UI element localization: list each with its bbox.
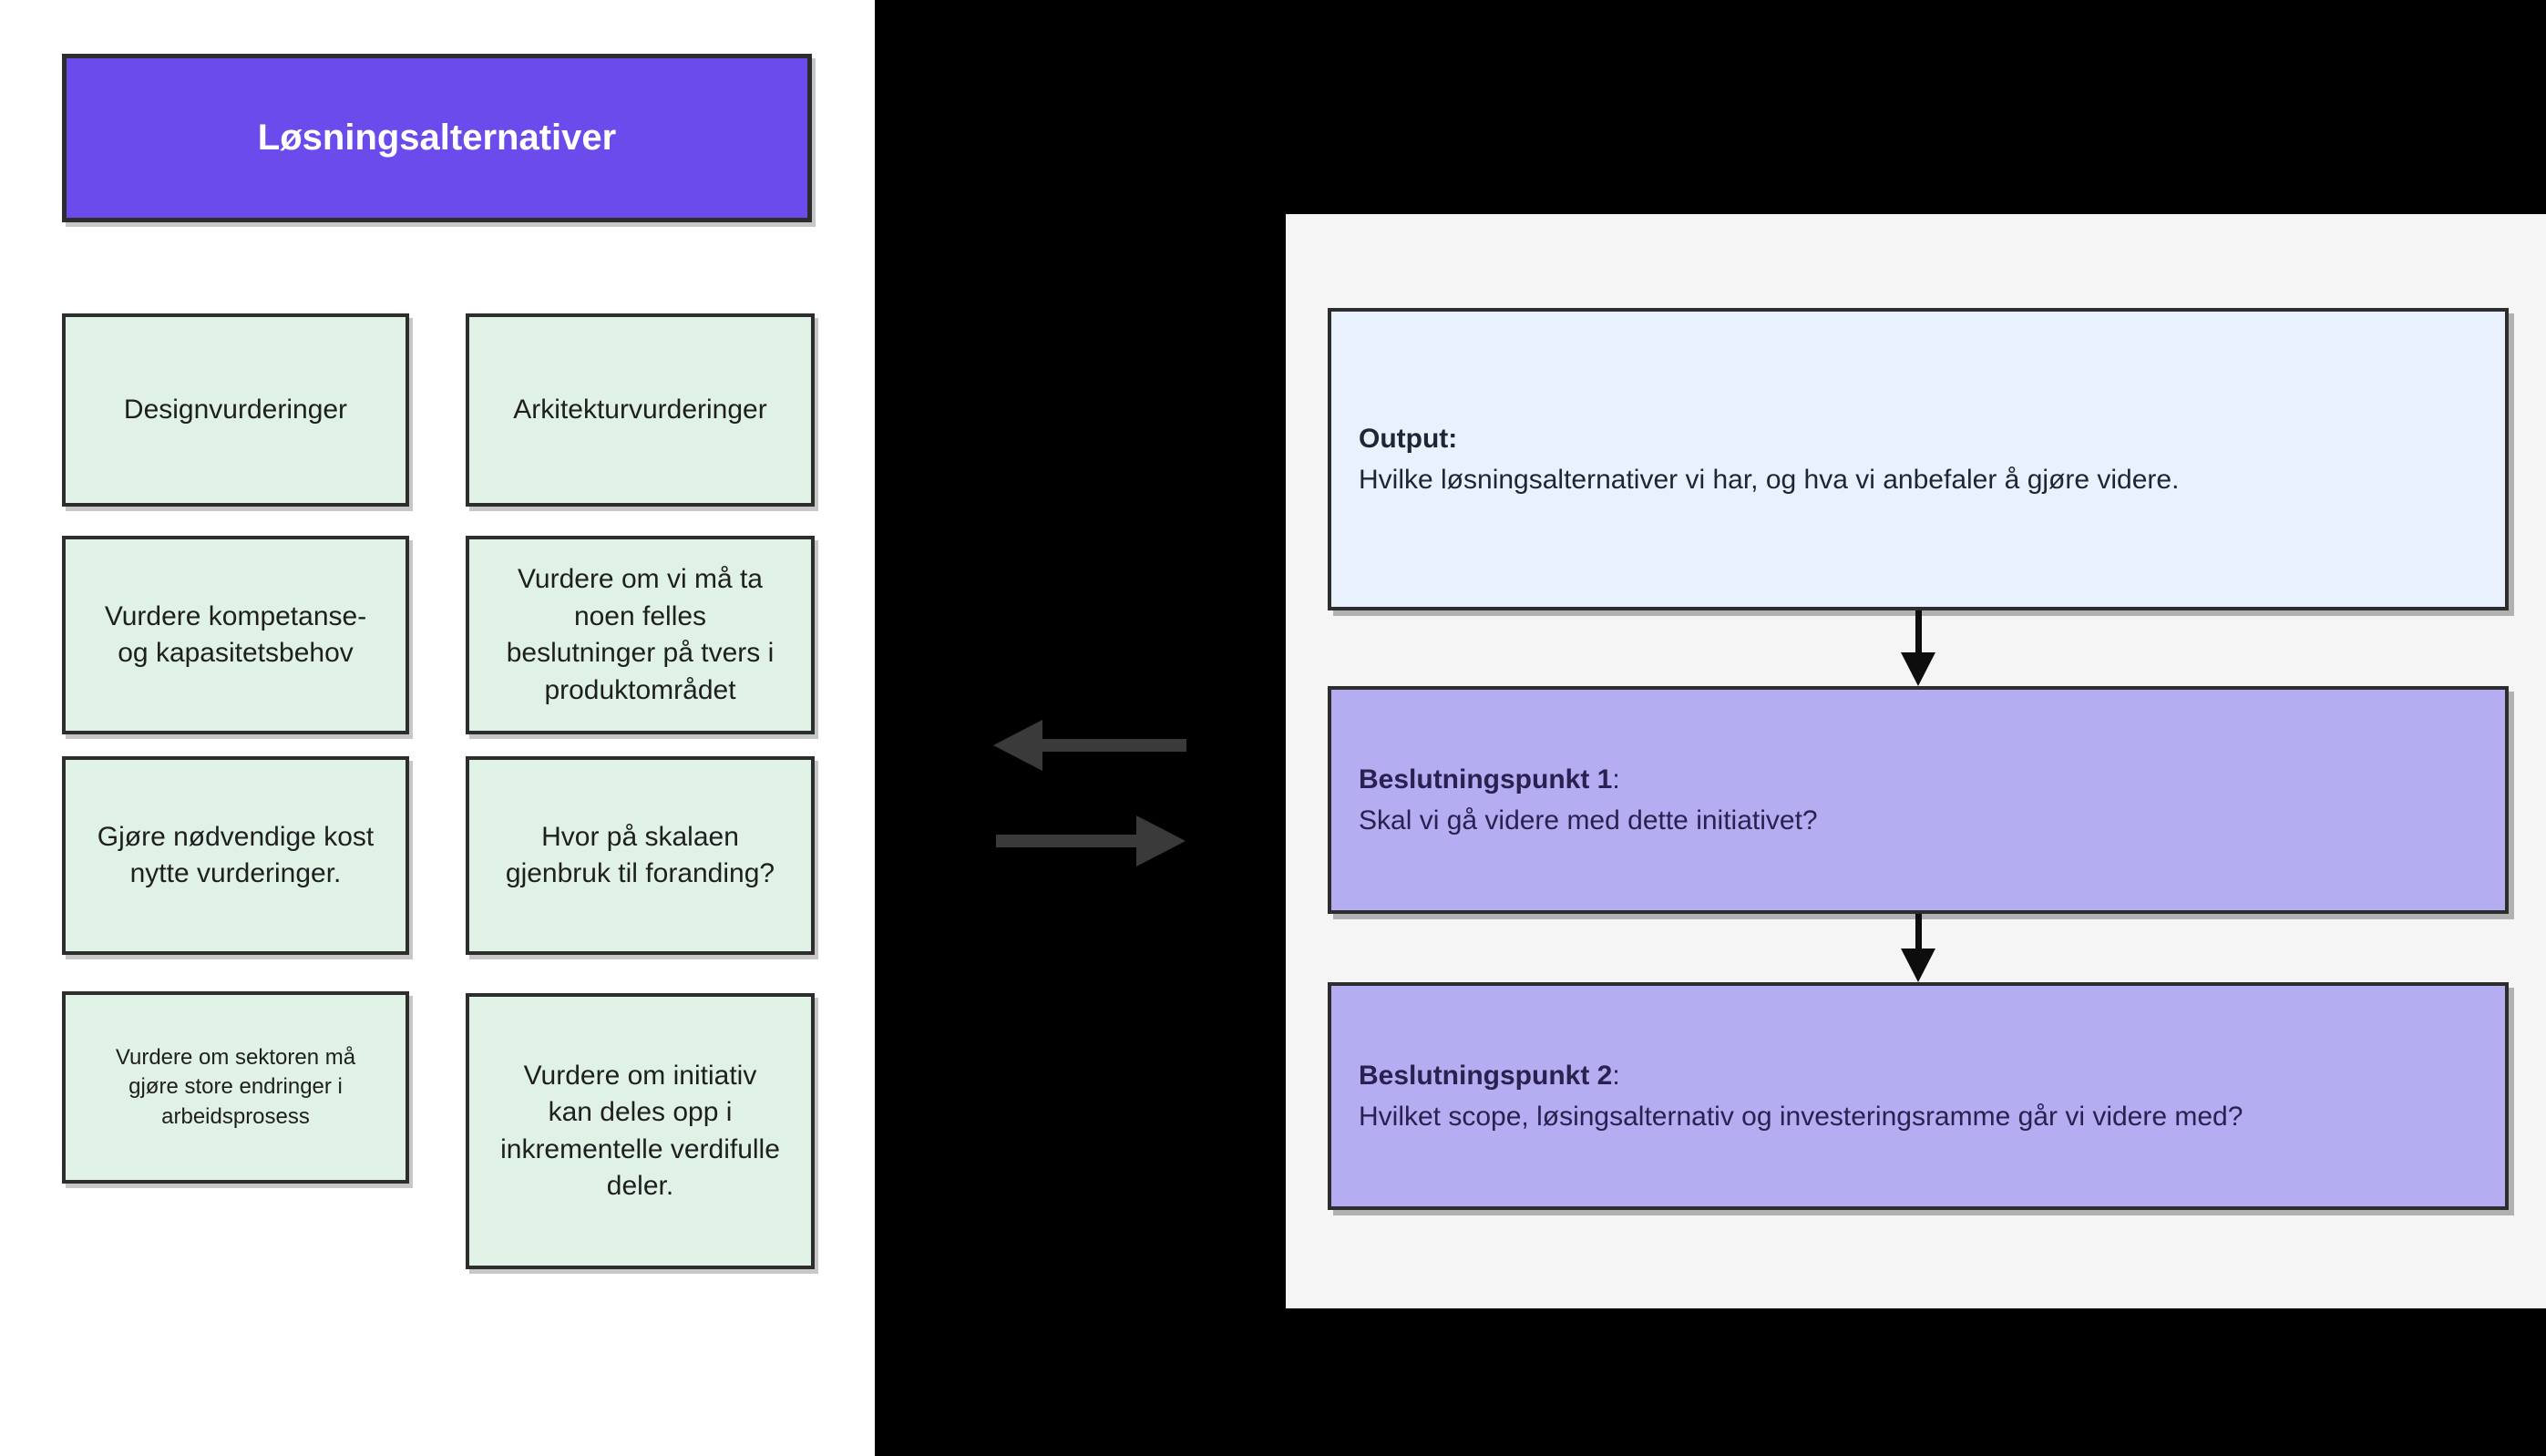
note-label: Hvor på skalaen gjenbruk til foranding?: [505, 821, 775, 889]
note-label: Vurdere kompetanse- og kapasitetsbehov: [104, 600, 367, 669]
decision-1-colon: :: [1612, 764, 1620, 795]
note-label: Vurdere om vi må ta noen felles beslutni…: [506, 564, 775, 705]
arrow-left-icon: [993, 720, 1186, 771]
arrow-right-icon: [996, 815, 1186, 866]
header-box: Løsningsalternativer: [62, 54, 812, 222]
left-panel: Løsningsalternativer Designvurderinger A…: [0, 0, 875, 1456]
output-box: Output: Hvilke løsningsalternativer vi h…: [1328, 308, 2509, 610]
decision-1-text: Beslutningspunkt 1: Skal vi gå videre me…: [1359, 759, 1818, 841]
note-shared-decisions: Vurdere om vi må ta noen felles beslutni…: [466, 536, 815, 734]
header-label: Løsningsalternativer: [257, 118, 617, 158]
note-architecture: Arkitekturvurderinger: [466, 313, 815, 507]
decision-1-body: Skal vi gå videre med dette initiativet?: [1359, 805, 1818, 836]
decision-box-1: Beslutningspunkt 1: Skal vi gå videre me…: [1328, 686, 2509, 914]
note-label: Arkitekturvurderinger: [513, 394, 767, 425]
note-reuse-scale: Hvor på skalaen gjenbruk til foranding?: [466, 756, 815, 955]
note-label: Vurdere om sektoren må gjøre store endri…: [115, 1044, 356, 1129]
decision-1-label: Beslutningspunkt 1: [1359, 764, 1613, 795]
process-panel: Output: Hvilke løsningsalternativer vi h…: [1286, 214, 2546, 1308]
decision-2-body: Hvilket scope, løsingsalternativ og inve…: [1359, 1102, 2243, 1132]
decision-2-colon: :: [1612, 1061, 1620, 1091]
note-sector-changes: Vurdere om sektoren må gjøre store endri…: [62, 991, 409, 1184]
output-text: Output: Hvilke løsningsalternativer vi h…: [1359, 418, 2179, 500]
output-body: Hvilke løsningsalternativer vi har, og h…: [1359, 465, 2180, 495]
note-cost-benefit: Gjøre nødvendige kost nytte vurderinger.: [62, 756, 409, 955]
decision-2-label: Beslutningspunkt 2: [1359, 1061, 1613, 1091]
note-design: Designvurderinger: [62, 313, 409, 507]
decision-box-2: Beslutningspunkt 2: Hvilket scope, løsin…: [1328, 982, 2509, 1210]
arrow-down-icon: [1901, 914, 1935, 982]
decision-2-text: Beslutningspunkt 2: Hvilket scope, løsin…: [1359, 1055, 2243, 1137]
arrow-down-icon: [1901, 610, 1935, 686]
note-label: Vurdere om initiativ kan deles opp i ink…: [500, 1060, 780, 1202]
note-label: Designvurderinger: [123, 394, 348, 425]
note-label: Gjøre nødvendige kost nytte vurderinger.: [97, 821, 375, 889]
note-incremental-parts: Vurdere om initiativ kan deles opp i ink…: [466, 993, 815, 1269]
output-label: Output:: [1359, 424, 1458, 454]
note-competence: Vurdere kompetanse- og kapasitetsbehov: [62, 536, 409, 734]
